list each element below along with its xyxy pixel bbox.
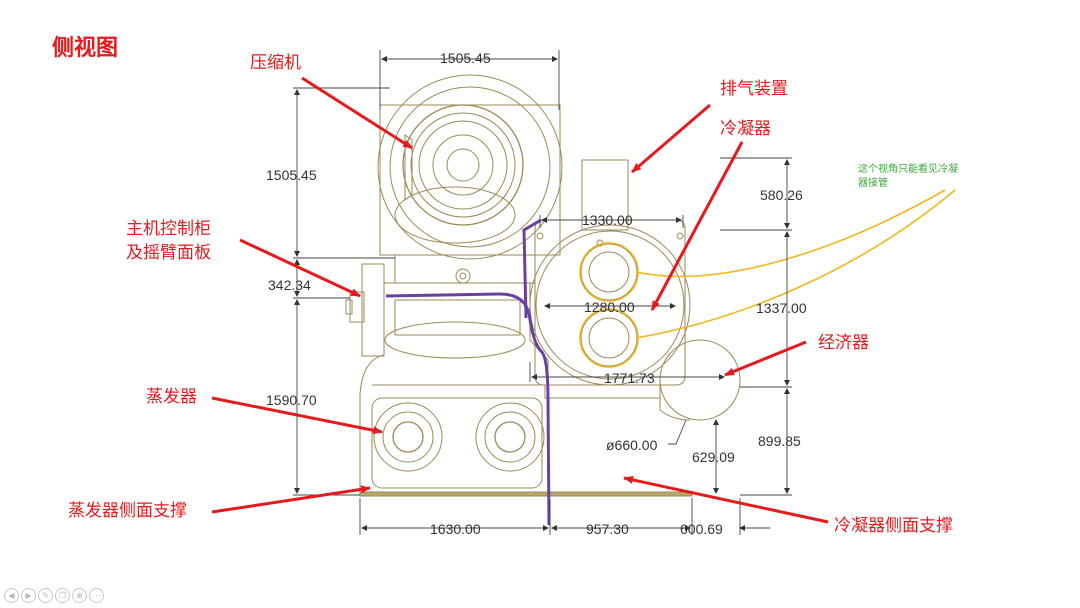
compressor-arrow [301,76,413,150]
green-note-line1: 这个视角只能看见冷凝 [858,164,958,175]
dim-bottom-left: 1630.00 [430,521,481,537]
label-evaporator-support: 蒸发器侧面支撑 [68,501,187,521]
control-cabinet-arrow [239,238,361,298]
label-control-cabinet-line1: 主机控制柜 [126,219,211,239]
exhaust-arrow [631,103,711,174]
dim-left-mid: 342.34 [268,277,311,293]
green-note: 这个视角只能看见冷凝 器接管 [858,163,958,191]
dimension-lines [293,50,792,535]
condenser-support-arrow [623,475,829,524]
next-icon[interactable]: ▶ [21,588,36,603]
dim-top-width: 1505.45 [440,50,491,66]
evaporator-arrow [211,396,383,435]
dim-bottom-right: 600.69 [680,521,723,537]
dim-bottom-mid: 957.30 [586,521,629,537]
condenser-arrow [650,141,744,311]
prev-icon[interactable]: ◀ [4,588,19,603]
callout-arrows [211,76,829,524]
page-title: 侧视图 [52,36,119,61]
dim-econ-dia: ø660.00 [606,437,658,453]
dim-right-lower: 899.85 [758,433,801,449]
control-cabinet-body [345,263,385,357]
dim-right-upper: 580.26 [760,187,803,203]
more-icon[interactable]: ⋯ [89,588,104,603]
label-exhaust: 排气装置 [720,79,788,99]
purple-pipe [385,292,551,526]
slide-toolbar: ◀ ▶ ✎ ❐ ⊕ ⋯ [4,588,104,603]
compressor-body [377,74,563,284]
dim-span-1771: 1771.73 [604,370,655,386]
machine-outline [345,74,741,497]
dim-cond-inner: 1280.00 [584,299,635,315]
dim-left-lower: 1590.70 [266,392,317,408]
economizer-body [659,339,741,421]
exhaust-box [581,159,629,231]
label-economizer: 经济器 [818,333,869,353]
label-condenser-support: 冷凝器侧面支撑 [834,516,953,536]
dim-right-mid: 1337.00 [756,300,807,316]
green-note-line2: 器接管 [858,178,888,189]
copy-icon[interactable]: ❐ [55,588,70,603]
label-evaporator: 蒸发器 [146,387,197,407]
label-condenser: 冷凝器 [720,119,771,139]
dim-cond-width: 1330.00 [582,212,633,228]
dim-econ-height: 629.09 [692,449,735,465]
pen-icon[interactable]: ✎ [38,588,53,603]
economizer-arrow [724,340,807,377]
purple-pipe-upper [522,218,542,319]
evaporator-support-arrow [211,485,371,514]
condenser-body [529,219,691,399]
evaporator-body [359,282,549,496]
base-support [359,491,693,497]
label-control-cabinet-line2: 及摇臂面板 [126,243,211,263]
dim-left-upper: 1505.45 [266,167,317,183]
zoom-icon[interactable]: ⊕ [72,588,87,603]
label-compressor: 压缩机 [250,53,301,73]
